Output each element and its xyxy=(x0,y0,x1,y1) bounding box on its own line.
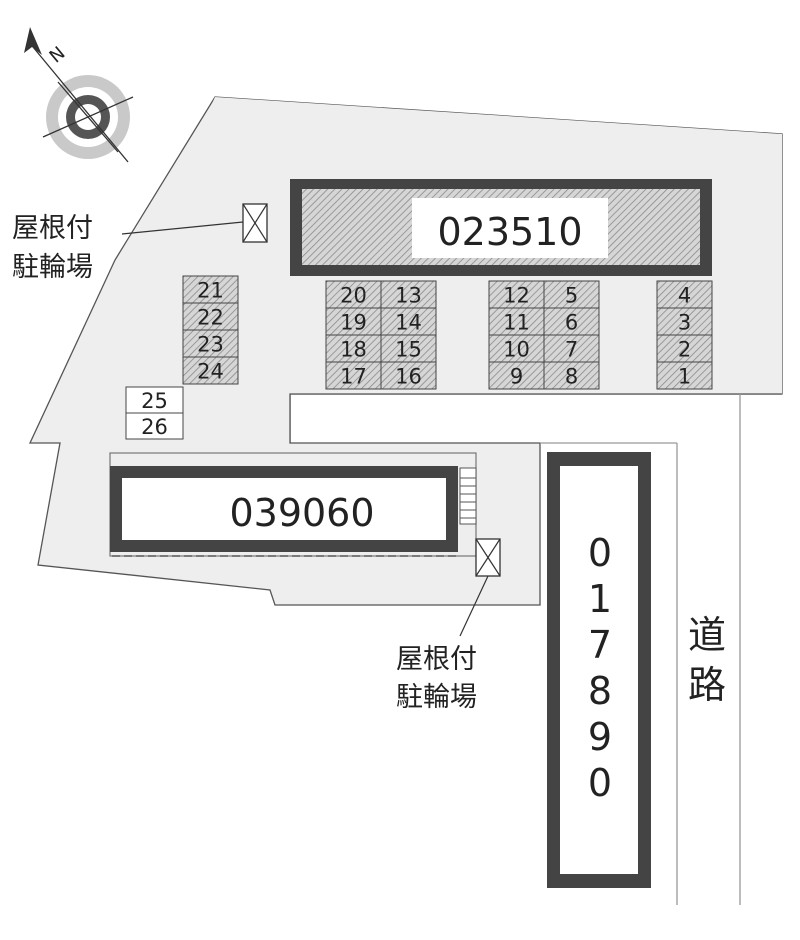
parking-stall-number: 13 xyxy=(395,284,422,308)
parking-stall-number: 24 xyxy=(197,360,224,384)
bike-parking-label-1: 屋根付 xyxy=(12,213,93,244)
parking-stall-number: 23 xyxy=(197,333,224,357)
compass-north-letter: N xyxy=(46,43,70,68)
parking-stall: 18 xyxy=(325,334,382,363)
parking-stall: 20 xyxy=(325,280,382,309)
parking-stall-number: 16 xyxy=(395,365,422,389)
leader-line-1 xyxy=(121,221,244,235)
parking-stall-number: 12 xyxy=(503,284,530,308)
parking-stall-number: 19 xyxy=(340,311,367,335)
bike-parking-marker-2 xyxy=(475,538,501,577)
parking-stall: 3 xyxy=(656,307,713,336)
building-label-char: 0 xyxy=(588,761,612,805)
parking-stall: 15 xyxy=(380,334,437,363)
bike-parking-label-2: 屋根付 xyxy=(396,644,477,675)
building-label-char: 7 xyxy=(588,623,612,667)
parking-stall: 16 xyxy=(380,361,437,390)
parking-stall-number: 17 xyxy=(340,365,367,389)
building-label-char: 8 xyxy=(588,669,612,713)
parking-stall: 17 xyxy=(325,361,382,390)
parking-stall: 11 xyxy=(488,307,545,336)
parking-stall-number: 3 xyxy=(678,311,691,335)
parking-stall: 21 xyxy=(182,275,239,304)
parking-stall-number: 25 xyxy=(141,389,168,413)
parking-stall: 25 xyxy=(125,386,184,414)
bike-parking-marker-1 xyxy=(242,203,268,243)
parking-stall-number: 20 xyxy=(340,284,367,308)
parking-stall-number: 1 xyxy=(678,365,691,389)
leader-line-2 xyxy=(459,575,489,637)
stairs xyxy=(459,467,477,525)
parking-stall: 23 xyxy=(182,329,239,358)
parking-stall: 14 xyxy=(380,307,437,336)
parking-stall: 12 xyxy=(488,280,545,309)
road-label-1: 道 xyxy=(688,613,726,657)
parking-stall-number: 22 xyxy=(197,306,224,330)
parking-stall-number: 7 xyxy=(565,338,578,362)
building-label-char: 9 xyxy=(588,715,612,759)
bike-parking-label-1b: 駐輪場 xyxy=(12,252,93,283)
parking-stall-number: 2 xyxy=(678,338,691,362)
road-label-2: 路 xyxy=(688,663,726,707)
parking-stall: 4 xyxy=(656,280,713,309)
parking-stall: 8 xyxy=(543,361,600,390)
building-023510[interactable]: 023510 xyxy=(290,179,712,276)
bike-parking-label-2b: 駐輪場 xyxy=(396,682,477,713)
parking-stall-number: 14 xyxy=(395,311,422,335)
parking-stall-number: 26 xyxy=(141,415,168,439)
parking-stall-number: 11 xyxy=(503,311,530,335)
building-label-char: 0 xyxy=(588,531,612,575)
building-label: 023510 xyxy=(437,210,582,254)
parking-stall: 9 xyxy=(488,361,545,390)
building-label: 039060 xyxy=(229,491,374,535)
parking-stall: 6 xyxy=(543,307,600,336)
parking-stall-number: 10 xyxy=(503,338,530,362)
parking-stall: 1 xyxy=(656,361,713,390)
parking-stalls: 2019181713141516121110956784321212223242… xyxy=(125,275,713,440)
parking-stall: 13 xyxy=(380,280,437,309)
parking-stall-number: 15 xyxy=(395,338,422,362)
parking-stall-number: 9 xyxy=(510,365,523,389)
parking-stall-number: 5 xyxy=(565,284,578,308)
parking-stall: 24 xyxy=(182,356,239,385)
parking-stall-number: 18 xyxy=(340,338,367,362)
parking-stall-number: 6 xyxy=(565,311,578,335)
compass-icon: N xyxy=(24,27,134,163)
parking-stall: 10 xyxy=(488,334,545,363)
parking-stall: 7 xyxy=(543,334,600,363)
parking-stall: 26 xyxy=(125,412,184,440)
parking-stall: 5 xyxy=(543,280,600,309)
building-039060[interactable]: 039060 xyxy=(109,452,477,557)
building-label-char: 1 xyxy=(588,577,612,621)
parking-stall: 19 xyxy=(325,307,382,336)
parking-stall: 2 xyxy=(656,334,713,363)
parking-stall-number: 4 xyxy=(678,284,691,308)
parking-stall-number: 8 xyxy=(565,365,578,389)
parking-stall: 22 xyxy=(182,302,239,331)
lot-inner-edge xyxy=(289,393,782,443)
parking-stall-number: 21 xyxy=(197,279,224,303)
